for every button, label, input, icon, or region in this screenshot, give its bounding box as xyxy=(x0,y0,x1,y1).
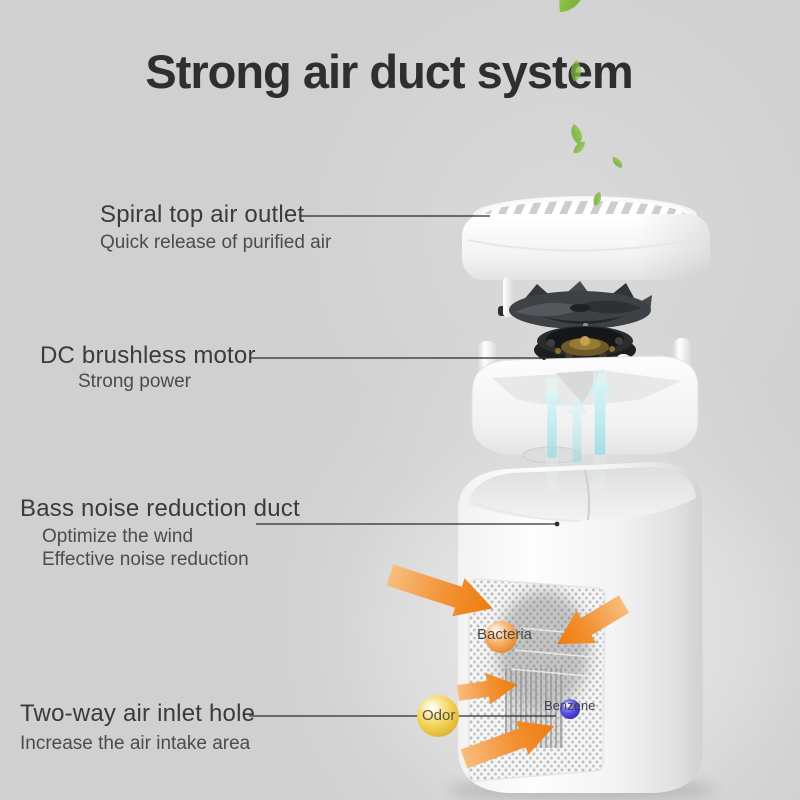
benzene-label: Benzene xyxy=(544,698,596,713)
body-top-opening xyxy=(468,467,696,522)
leaves xyxy=(547,0,624,208)
callout-inlet-sub: Increase the air intake area xyxy=(20,733,251,754)
callout-spiral-sub: Quick release of purified air xyxy=(100,232,332,253)
page-title: Strong air duct system xyxy=(145,45,633,98)
air-inlet-panel xyxy=(468,578,606,782)
filter-shadow xyxy=(497,590,589,710)
callout-spiral-top-air-outlet: Spiral top air outlet xyxy=(100,201,305,228)
callout-bass-noise-duct: Bass noise reduction duct xyxy=(20,495,300,522)
spiral-grille xyxy=(481,197,689,231)
fan-assembly xyxy=(498,277,652,373)
airflow-up-arrows xyxy=(540,368,613,540)
odor-label: Odor xyxy=(422,707,456,724)
fan-impeller xyxy=(509,281,652,329)
intake-arrow-top-left xyxy=(386,564,493,617)
fan-arm xyxy=(498,306,542,316)
callout-two-way-inlet: Two-way air inlet hole xyxy=(20,700,256,727)
callout-motor-sub: Strong power xyxy=(78,371,192,392)
intake-arrow-right xyxy=(557,595,630,645)
bacteria-label: Bacteria xyxy=(477,626,533,643)
top-air-outlet-cap xyxy=(462,196,710,280)
callout-duct-sub-2: Effective noise reduction xyxy=(42,549,249,570)
dc-motor xyxy=(534,323,636,373)
callout-duct-sub-1: Optimize the wind xyxy=(42,526,194,547)
background-glow xyxy=(335,420,800,800)
air-duct-tray xyxy=(471,338,699,464)
intake-arrow-mid-left xyxy=(456,672,518,705)
tray-posts xyxy=(478,338,691,396)
support-rod xyxy=(503,277,514,317)
intake-arrow-bottom xyxy=(460,720,555,769)
pollutant-arrows xyxy=(386,564,630,769)
callout-dc-brushless-motor: DC brushless motor xyxy=(40,342,256,369)
